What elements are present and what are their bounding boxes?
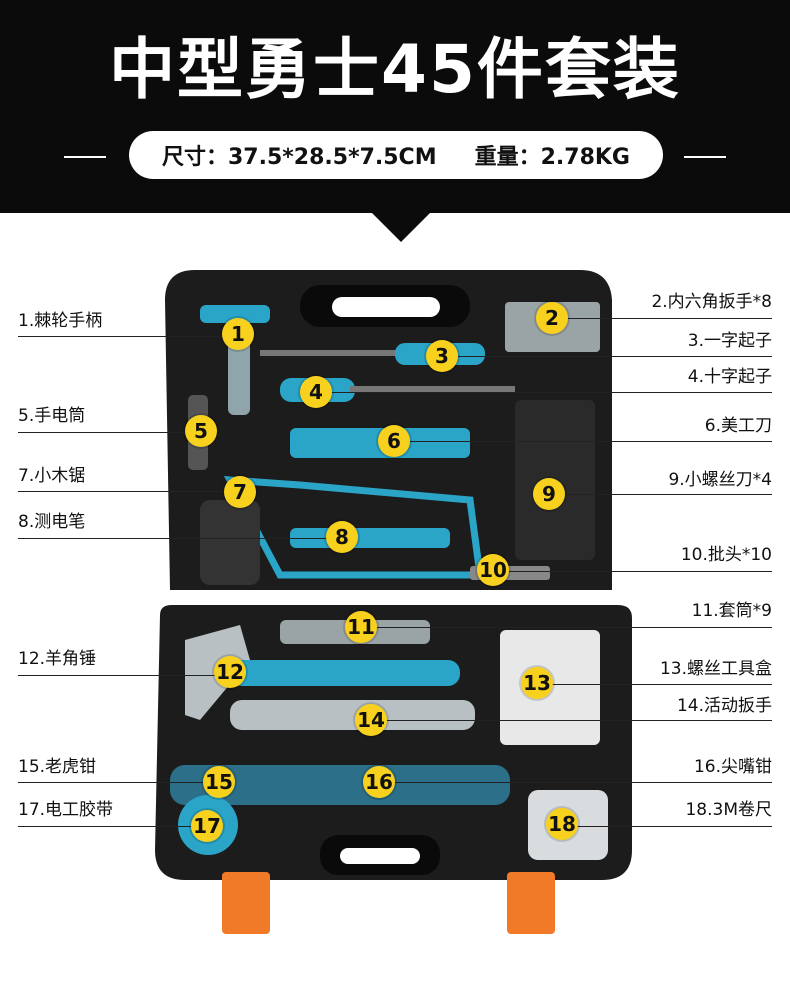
leader-6 [394,441,772,442]
leader-5 [18,432,201,433]
label-mini-screwdrivers: 9.小螺丝刀*4 [668,470,772,490]
badge-10: 10 [477,554,509,586]
leader-17 [18,826,208,827]
wrench-shape [230,700,475,730]
badge-15: 15 [203,766,235,798]
header-notch [371,212,431,242]
badge-1: 1 [222,318,254,350]
hammer-handle-shape [230,660,460,686]
leader-8 [18,538,342,539]
leader-9 [549,494,772,495]
label-screw-box: 13.螺丝工具盒 [659,659,772,679]
leader-16 [380,782,772,783]
label-ratchet-handle: 1.棘轮手柄 [18,311,103,331]
leader-14 [372,720,772,721]
header-banner: 中型勇士45件套装 尺寸：37.5*28.5*7.5CM 重量：2.78KG [0,0,790,213]
leader-18 [562,826,772,827]
spec-pill: 尺寸：37.5*28.5*7.5CM 重量：2.78KG [129,131,663,179]
leader-15 [18,782,220,783]
label-phillips-screwdriver: 4.十字起子 [687,367,772,387]
label-needle-nose-pliers: 16.尖嘴钳 [693,757,772,777]
label-bits: 10.批头*10 [680,545,772,565]
latch-right [507,872,555,934]
label-electrical-tape: 17.电工胶带 [18,800,114,820]
badge-6: 6 [378,425,410,457]
label-claw-hammer: 12.羊角锤 [18,649,97,669]
leader-13 [538,684,772,685]
leader-2 [552,318,772,319]
phillips-shaft [350,386,515,392]
label-voltage-tester: 8.测电笔 [18,512,86,532]
label-combination-pliers: 15.老虎钳 [18,757,97,777]
label-tape-measure: 18.3M卷尺 [685,800,772,820]
badge-13: 13 [521,667,553,699]
weight-spec: 重量：2.78KG [474,145,630,170]
case-grip-slot [340,848,420,864]
label-hacksaw: 7.小木锯 [18,466,86,486]
spec-divider-right [684,156,726,158]
badge-8: 8 [326,521,358,553]
badge-5: 5 [185,415,217,447]
badge-12: 12 [214,656,246,688]
ratchet-handle-shape [200,305,270,323]
hacksaw-grip [200,500,260,585]
label-sockets: 11.套筒*9 [691,601,772,621]
badge-16: 16 [363,766,395,798]
pliers-shape [170,765,510,805]
product-title: 中型勇士45件套装 [109,31,681,108]
badge-14: 14 [355,704,387,736]
hacksaw-frame [223,476,484,579]
badge-17: 17 [191,810,223,842]
label-adjustable-wrench: 14.活动扳手 [676,696,772,716]
leader-1 [18,336,238,337]
leader-7 [18,491,240,492]
leader-4 [316,392,772,393]
badge-18: 18 [546,808,578,840]
size-spec: 尺寸：37.5*28.5*7.5CM [162,145,437,170]
label-flat-screwdriver: 3.一字起子 [687,331,772,351]
label-utility-knife: 6.美工刀 [704,416,772,436]
badge-9: 9 [533,478,565,510]
badge-2: 2 [536,302,568,334]
leader-10 [494,571,772,572]
badge-3: 3 [426,340,458,372]
latch-left [222,872,270,934]
spec-divider-left [64,156,106,158]
flat-screwdriver-shaft [260,350,400,356]
leader-12 [18,675,230,676]
leader-11 [362,627,772,628]
case-handle-slot [332,297,440,317]
leader-3 [442,356,772,357]
label-hex-keys: 2.内六角扳手*8 [651,292,772,312]
badge-11: 11 [345,611,377,643]
label-flashlight: 5.手电筒 [18,406,86,426]
badge-4: 4 [300,376,332,408]
badge-7: 7 [224,476,256,508]
